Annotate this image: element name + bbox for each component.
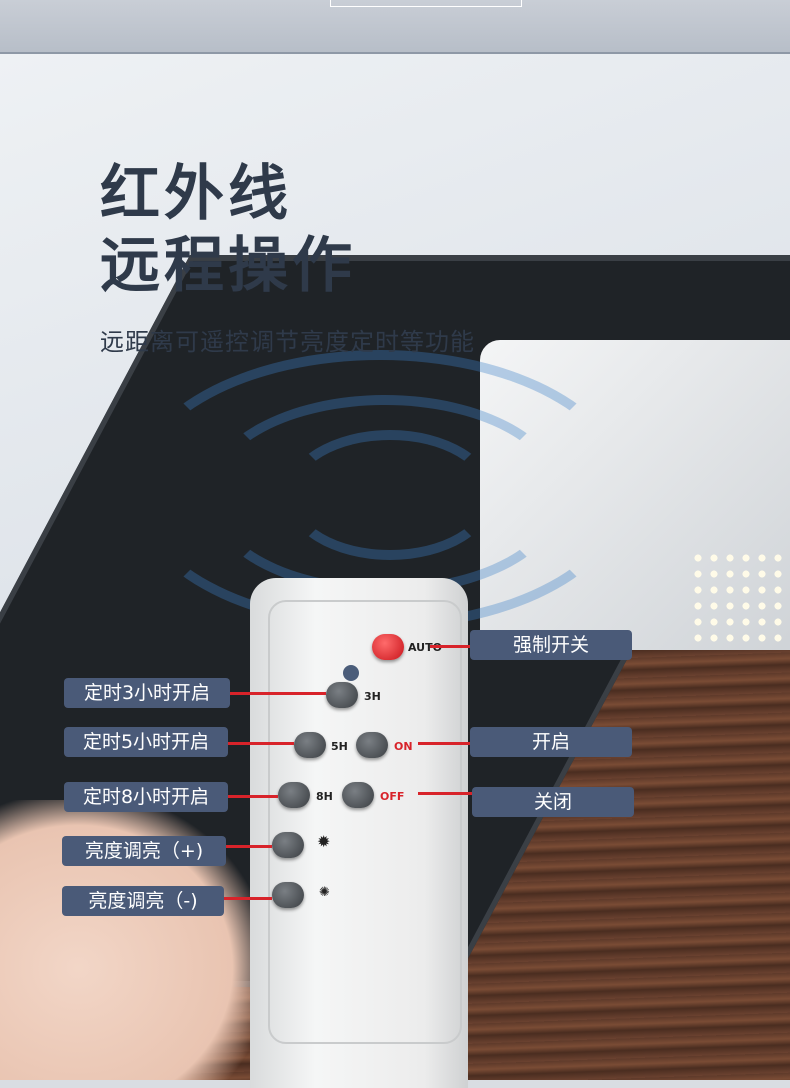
subtitle: 远距离可遥控调节亮度定时等功能 <box>100 328 475 356</box>
callout-timer-5h: 定时5小时开启 <box>64 727 228 757</box>
auto-button[interactable] <box>372 634 404 660</box>
timer-5h-button[interactable] <box>294 732 326 758</box>
brightness-down-button[interactable] <box>272 882 304 908</box>
timer-3h-label: 3H <box>364 690 381 703</box>
callout-line <box>226 845 272 848</box>
callout-bright-minus: 亮度调亮（-) <box>62 886 224 916</box>
callout-on: 开启 <box>470 727 632 757</box>
timer-3h-button[interactable] <box>326 682 358 708</box>
callout-force-switch: 强制开关 <box>470 630 632 660</box>
callout-line <box>418 792 472 795</box>
off-label: OFF <box>380 790 405 803</box>
top-strip <box>330 0 522 7</box>
callout-timer-8h: 定时8小时开启 <box>64 782 228 812</box>
title-line-2: 远程操作 <box>100 231 356 301</box>
brightness-up-button[interactable] <box>272 832 304 858</box>
top-banner <box>0 0 790 54</box>
auto-label: AUTO <box>408 641 442 654</box>
indicator-light <box>343 665 359 681</box>
page-title: 红外线 远程操作 <box>100 158 356 302</box>
remote-panel <box>268 600 462 1044</box>
signal-wave-icon <box>285 430 495 560</box>
timer-8h-label: 8H <box>316 790 333 803</box>
callout-line <box>230 692 326 695</box>
sun-minus-icon: ✺ <box>319 885 330 900</box>
callout-timer-3h: 定时3小时开启 <box>64 678 230 708</box>
on-label: ON <box>394 740 413 753</box>
callout-line <box>228 795 278 798</box>
sun-plus-icon: ✹ <box>317 832 331 851</box>
callout-line <box>430 645 470 648</box>
off-button[interactable] <box>342 782 374 808</box>
on-button[interactable] <box>356 732 388 758</box>
callout-line <box>228 742 294 745</box>
title-line-1: 红外线 <box>100 159 292 229</box>
timer-8h-button[interactable] <box>278 782 310 808</box>
callout-line <box>224 897 272 900</box>
led-chips <box>690 550 790 650</box>
callout-line <box>418 742 470 745</box>
callout-off: 关闭 <box>472 787 634 817</box>
callout-bright-plus: 亮度调亮（+) <box>62 836 226 866</box>
timer-5h-label: 5H <box>331 740 348 753</box>
